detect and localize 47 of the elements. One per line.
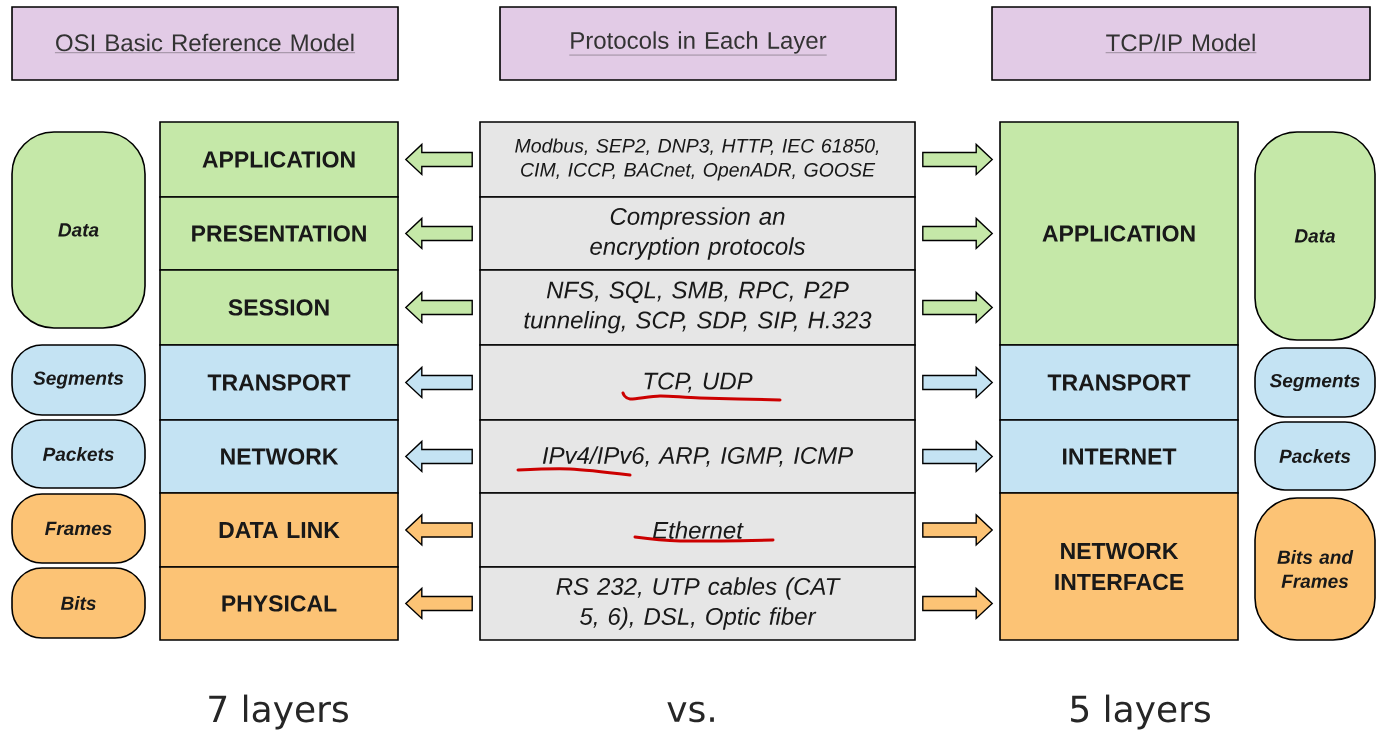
protocol-box: IPv4/IPv6, ARP, IGMP, ICMP [479, 419, 916, 494]
protocol-box: Compression an encryption protocols [479, 196, 916, 271]
data-unit-pill: Packets [11, 419, 146, 489]
block-arrow [922, 365, 994, 400]
data-unit-pill: Bits and Frames [1254, 497, 1376, 641]
block-arrow [922, 513, 994, 547]
layer-box: TRANSPORT [999, 344, 1239, 421]
data-unit-pill: Data [11, 131, 146, 329]
block-arrow [922, 586, 994, 621]
block-arrow [404, 439, 473, 474]
data-unit-pill: Packets [1254, 421, 1376, 491]
block-arrow [922, 142, 994, 177]
block-arrow [404, 290, 473, 325]
layer-box: APPLICATION [159, 121, 399, 198]
block-arrow [922, 439, 994, 474]
layer-box: PHYSICAL [159, 566, 399, 641]
data-unit-pill: Bits [11, 567, 146, 639]
layer-box: APPLICATION [999, 121, 1239, 346]
title-box: TCP/IP Model [991, 6, 1371, 81]
block-arrow [404, 142, 473, 177]
layer-box: NETWORK [159, 419, 399, 494]
layer-box: TRANSPORT [159, 344, 399, 421]
protocol-box: Ethernet [479, 492, 916, 568]
protocol-box: RS 232, UTP cables (CAT 5, 6), DSL, Optic fiber [479, 566, 916, 641]
protocol-box: TCP, UDP [479, 344, 916, 421]
block-arrow [404, 216, 473, 251]
block-arrow [404, 365, 473, 400]
block-arrow [404, 586, 473, 621]
block-arrow [922, 290, 994, 325]
data-unit-pill: Frames [11, 493, 146, 564]
caption-text: 5 layers [1071, 694, 1210, 730]
layer-box: INTERNET [999, 419, 1239, 494]
protocol-box: Modbus, SEP2, DNP3, HTTP, IEC 61850, CIM, ICCP, BACnet, OpenADR, GOOSE [479, 121, 916, 198]
data-unit-pill: Segments [11, 344, 146, 416]
layer-box: NETWORK INTERFACE [999, 492, 1239, 641]
block-arrow [404, 513, 473, 547]
layer-box: PRESENTATION [159, 196, 399, 271]
protocol-box: NFS, SQL, SMB, RPC, P2P tunneling, SCP, SDP, SIP, H.323 [479, 269, 916, 346]
caption-text: vs. [667, 701, 714, 723]
caption-text: 7 layers [209, 694, 348, 730]
title-box: Protocols in Each Layer [499, 6, 897, 81]
layer-box: SESSION [159, 269, 399, 346]
layer-box: DATA LINK [159, 492, 399, 568]
block-arrow [922, 216, 994, 251]
data-unit-pill: Segments [1254, 347, 1376, 418]
data-unit-pill: Data [1254, 131, 1376, 341]
title-box: OSI Basic Reference Model [11, 6, 399, 81]
